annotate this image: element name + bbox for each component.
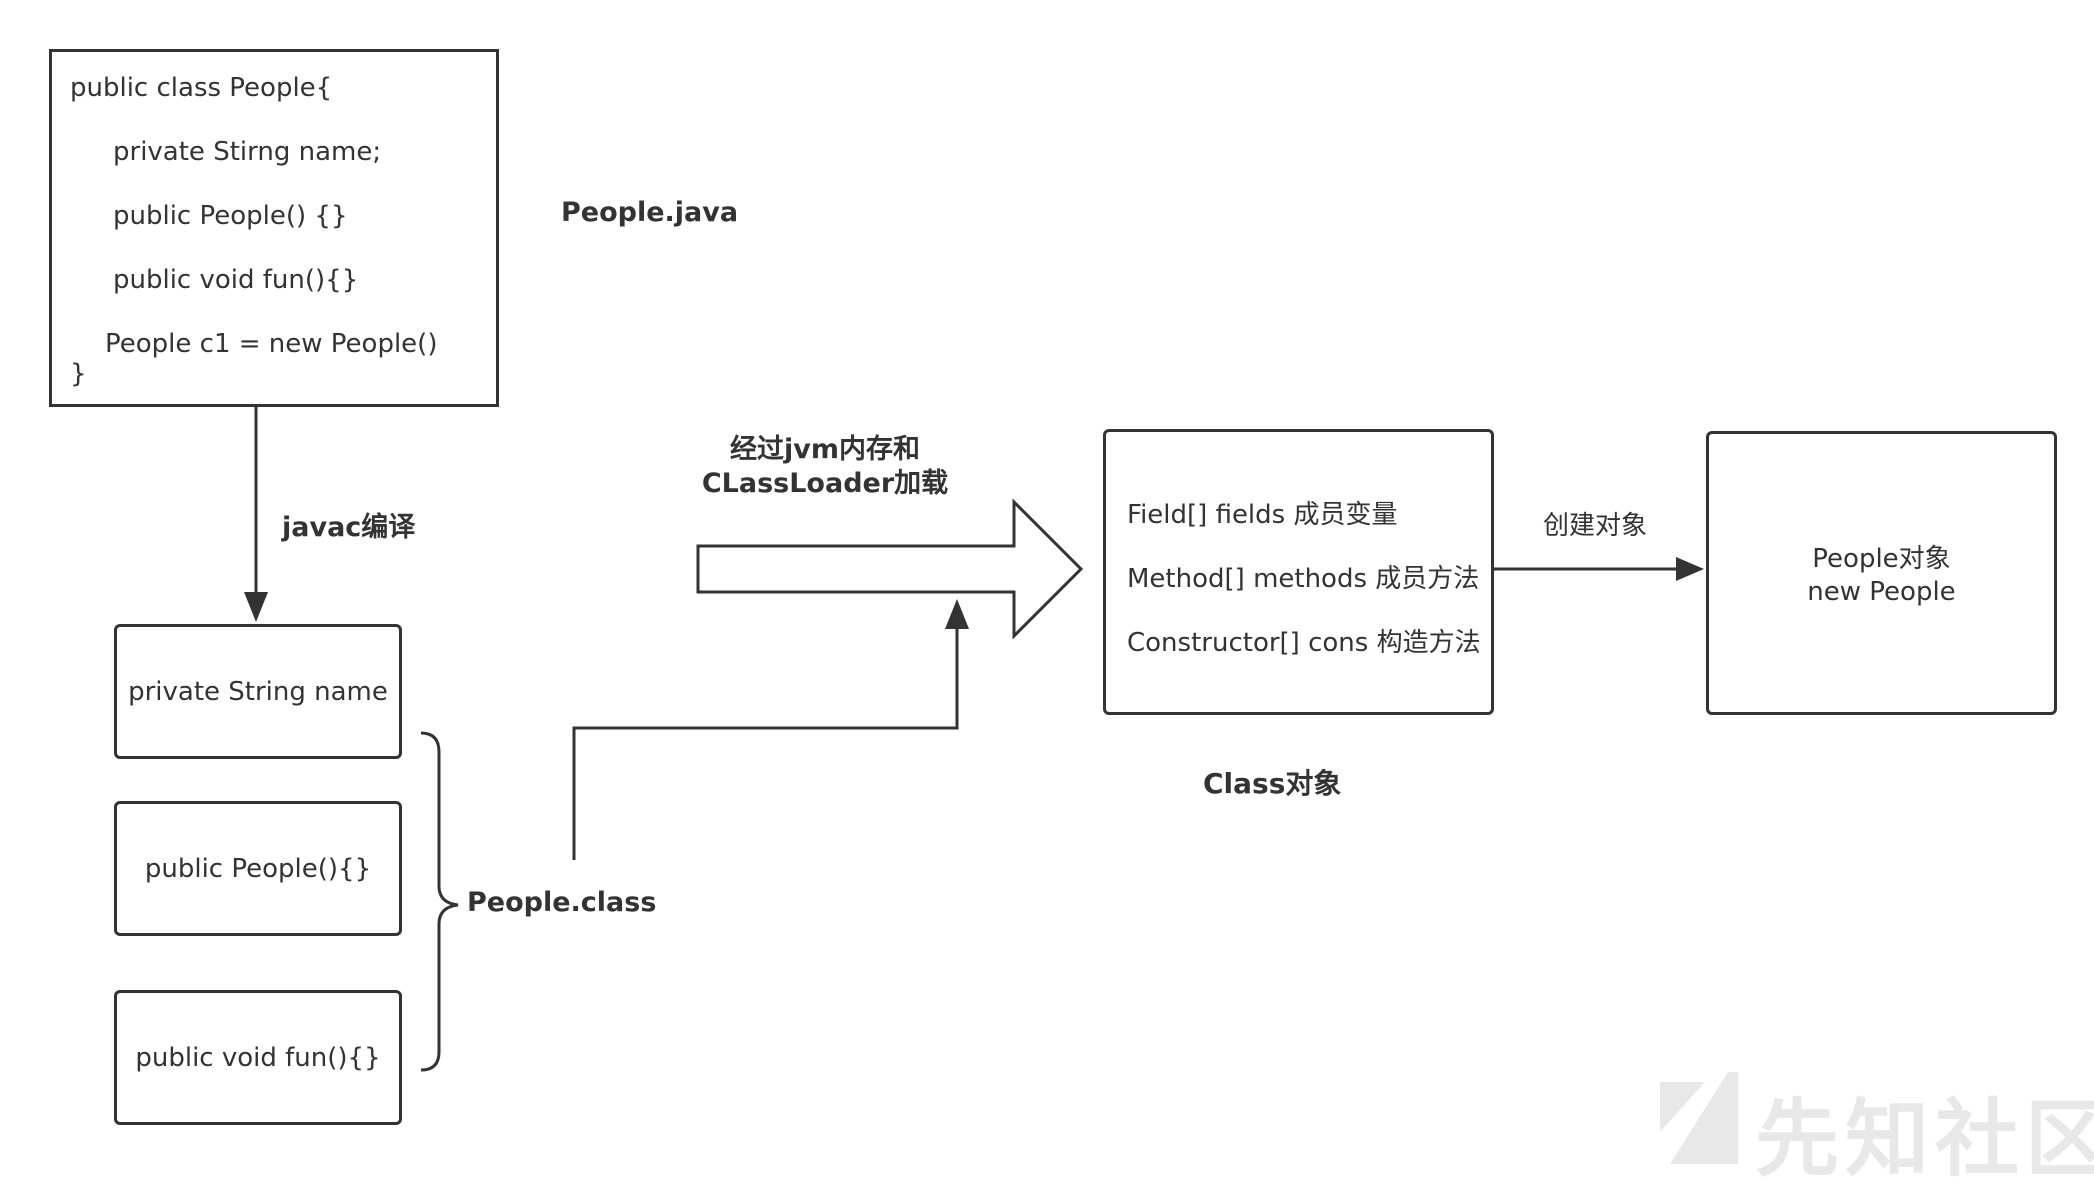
load-connector (572, 625, 959, 860)
people-object-line: People对象 (1812, 544, 1951, 574)
diagram-connectors (244, 407, 1704, 1072)
code-line: public People() {} (113, 201, 348, 231)
code-line: People c1 = new People() (105, 329, 438, 359)
source-code-box: public class People{ private Stirng name… (49, 49, 499, 407)
class-object-label: Class对象 (1203, 767, 1342, 800)
class-field-row: Field[] fields 成员变量 (1127, 500, 1398, 530)
people-object-line: new People (1807, 577, 1956, 607)
member-group-brace (420, 731, 459, 1072)
watermark: 先知社区 (1650, 1072, 2094, 1188)
code-line: private Stirng name; (113, 137, 382, 167)
compile-arrowhead-icon (244, 592, 268, 622)
member-label: private String name (128, 676, 388, 707)
class-method-row: Method[] methods 成员方法 (1127, 564, 1480, 594)
class-file-label: People.class (467, 887, 657, 918)
slash-logo-icon (1660, 1072, 1738, 1164)
compile-label: javac编译 (282, 512, 416, 543)
code-line: public class People{ (70, 73, 333, 103)
people-object-box: People对象 new People (1706, 431, 2057, 715)
class-member-method-box: public void fun(){} (114, 990, 402, 1125)
class-member-field-box: private String name (114, 624, 402, 759)
load-connector-arrowhead-icon (945, 599, 969, 629)
load-label-line: CLassLoader加载 (701, 468, 949, 499)
class-constructor-row: Constructor[] cons 构造方法 (1127, 628, 1481, 658)
member-label: public void fun(){} (135, 1042, 381, 1073)
java-file-label: People.java (561, 197, 739, 228)
code-line: public void fun(){} (113, 265, 359, 295)
people-object-text: People对象 new People (1709, 543, 2054, 609)
watermark-text: 先知社区 (1755, 1090, 2094, 1188)
create-object-arrowhead-icon (1676, 557, 1704, 581)
load-block-arrow-icon (696, 498, 1084, 640)
class-member-constructor-box: public People(){} (114, 801, 402, 936)
create-object-label: 创建对象 (1543, 511, 1648, 541)
code-line: } (70, 359, 87, 389)
class-object-box: Field[] fields 成员变量 Method[] methods 成员方… (1103, 429, 1494, 715)
load-label: 经过jvm内存和 CLassLoader加载 (690, 433, 960, 501)
member-label: public People(){} (144, 853, 372, 884)
load-label-line: 经过jvm内存和 (730, 434, 920, 465)
